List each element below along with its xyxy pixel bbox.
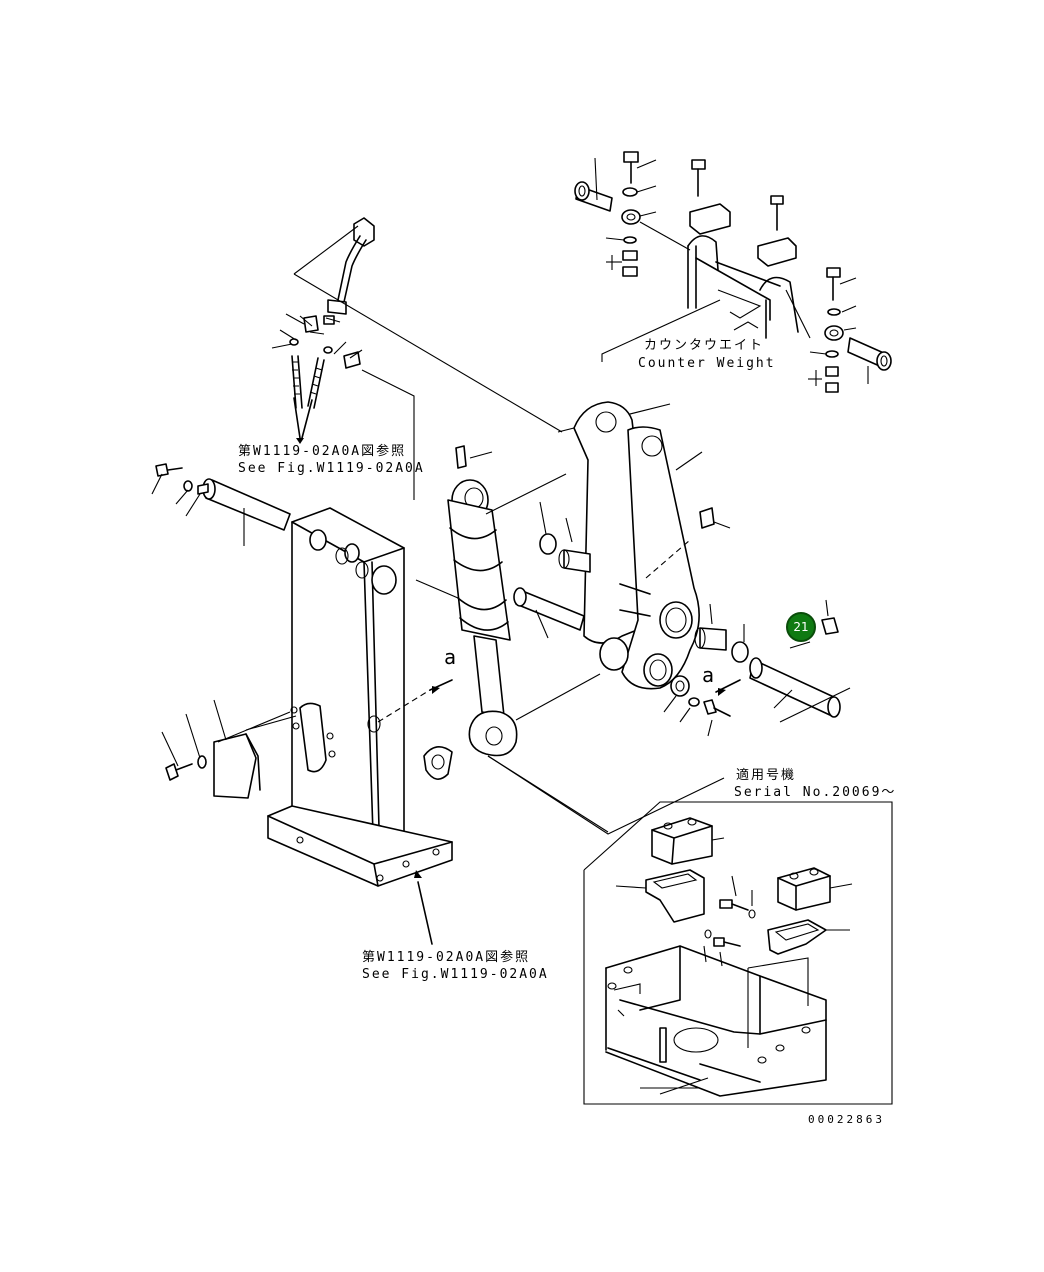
part-callout-number: 21 [793,620,809,634]
view-arrow-label-right: a [702,663,715,687]
hydraulic-cylinder [415,445,609,833]
reference-label-bottom-en: See Fig.W1119-02A0A [362,967,549,982]
counterweight-label-en: Counter Weight [638,356,776,371]
serial-inset [583,801,893,1105]
hose-assembly [271,217,671,500]
lower-right-pin [487,599,851,835]
reference-label-bottom-ja: 第W1119-02A0A図参照 [362,950,531,965]
part-callout-21[interactable]: 21 [786,612,816,642]
view-arrow-label-left: a [444,645,457,669]
counterweight-label-ja: カウンタウエイト [644,338,765,353]
counterweight-assembly [574,151,892,393]
reference-label-top-en: See Fig.W1119-02A0A [238,461,425,476]
boom-arm [513,401,749,737]
serial-label-en: Serial No.20069～ [734,785,897,800]
drawing-number: 00022863 [808,1113,885,1126]
serial-label-ja: 適用号機 [736,768,797,783]
support-post [151,463,453,945]
reference-label-top-ja: 第W1119-02A0A図参照 [238,444,407,459]
